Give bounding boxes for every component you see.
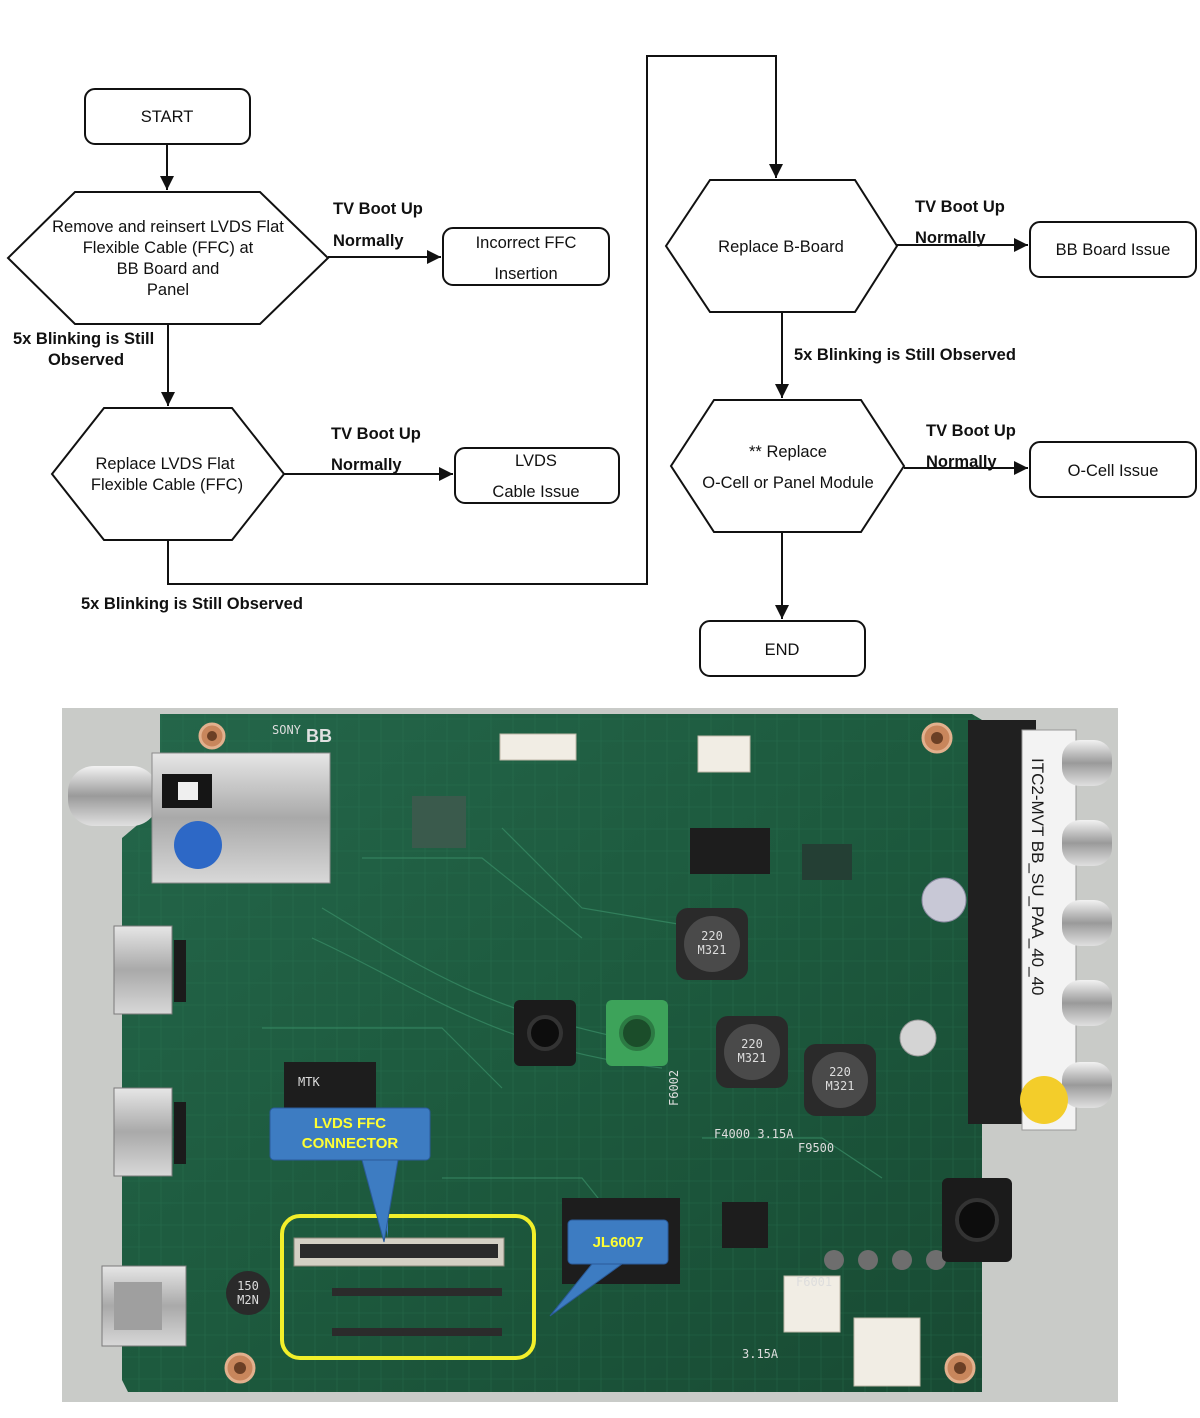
usb-port — [101, 1265, 187, 1347]
arrow-step2-step3 — [167, 55, 783, 585]
result2-box: LVDS Cable Issue — [454, 447, 620, 504]
edge7-label-line2: Normally — [926, 453, 997, 471]
fuse-label-5: 3.15A — [742, 1347, 779, 1361]
callout-lvds-ffc: LVDS FFC CONNECTOR — [269, 1107, 431, 1243]
step3-hexagon: Replace B-Board — [664, 179, 899, 313]
step2-hexagon: Replace LVDS Flat Flexible Cable (FFC) — [50, 407, 286, 541]
mounting-holes — [198, 722, 976, 1384]
av-connector-block: ITC2-MVT BB_SU_PAA_40_40 — [968, 720, 1112, 1131]
step4-line1: ** Replace — [749, 443, 827, 461]
step1-line3: BB Board and — [117, 260, 220, 278]
board-mark: BB — [306, 726, 332, 746]
inductor-1-value: 220 — [701, 929, 723, 943]
yellow-marker — [1020, 1076, 1068, 1124]
edge4-label: 5x Blinking is Still Observed — [81, 595, 303, 613]
result3-box: BB Board Issue — [1029, 221, 1197, 278]
edge2-label-line2: Observed — [48, 351, 124, 369]
edge1-label-line1: TV Boot Up — [333, 200, 423, 218]
result1-line1: Incorrect FFC — [476, 234, 577, 252]
edge6-label: 5x Blinking is Still Observed — [794, 346, 1016, 364]
chip-label: MTK — [298, 1075, 320, 1089]
result1-line2: Insertion — [494, 265, 557, 283]
end-label: END — [765, 641, 800, 659]
result2-line1: LVDS — [515, 452, 557, 470]
start-label: START — [141, 108, 194, 126]
edge2-label-line1: 5x Blinking is Still — [13, 330, 154, 348]
step1-line4: Panel — [147, 281, 189, 299]
inductor-3-value: 220 — [829, 1065, 851, 1079]
callout-jl-label: JL6007 — [593, 1234, 644, 1251]
inductor-2: 220 M321 — [716, 1016, 788, 1088]
fuse-label-2: F9500 — [798, 1141, 834, 1155]
step2-line1: Replace LVDS Flat — [95, 455, 235, 473]
audio-jacks — [514, 1000, 1012, 1262]
result4-box: O-Cell Issue — [1029, 441, 1197, 498]
fuse-label-3: F6002 — [667, 1070, 681, 1106]
callout-ffc-line1: LVDS FFC — [314, 1115, 386, 1132]
step4-line2: O-Cell or Panel Module — [702, 474, 874, 492]
edge1-label-line2: Normally — [333, 232, 404, 250]
edge3-label-line2: Normally — [331, 456, 402, 474]
end-node: END — [699, 620, 866, 677]
step4-hexagon: ** Replace O-Cell or Panel Module — [669, 399, 906, 533]
inductor-1-code: M321 — [698, 943, 727, 957]
brand-label: SONY — [272, 723, 302, 737]
step1-line1: Remove and reinsert LVDS Flat — [52, 218, 284, 236]
step3-label: Replace B-Board — [718, 238, 844, 256]
inductor-2-value: 220 — [741, 1037, 763, 1051]
inductor-1: 220 M321 — [676, 908, 748, 980]
result4-label: O-Cell Issue — [1068, 462, 1159, 480]
lvds-connector — [293, 1237, 505, 1336]
step2-line2: Flexible Cable (FFC) — [91, 476, 243, 494]
inductor-4-value: 150 — [237, 1279, 259, 1293]
fuse-label-4: F6001 — [796, 1275, 832, 1289]
callout-ffc-line2: CONNECTOR — [302, 1135, 399, 1152]
result3-label: BB Board Issue — [1056, 241, 1171, 259]
white-connectors — [499, 733, 921, 1387]
inductor-3-code: M321 — [826, 1079, 855, 1093]
fuse-label-1: F4000 3.15A — [714, 1127, 794, 1141]
step1-line2: Flexible Cable (FFC) at — [83, 239, 254, 257]
connector-label: ITC2-MVT BB_SU_PAA_40_40 — [1028, 758, 1047, 996]
callout-jl6007: JL6007 — [549, 1219, 669, 1317]
step1-hexagon: Remove and reinsert LVDS Flat Flexible C… — [6, 191, 330, 325]
edge5-label-line1: TV Boot Up — [915, 198, 1005, 216]
result1-box: Incorrect FFC Insertion — [442, 227, 610, 286]
bb-board-photo: SONY BB MTK 220 M321 220 M32 — [62, 708, 1118, 1402]
tuner-module — [68, 752, 331, 884]
result2-line2: Cable Issue — [492, 483, 579, 501]
hdmi-ports — [113, 925, 186, 1177]
inductor-2-code: M321 — [738, 1051, 767, 1065]
inductor-3: 220 M321 — [804, 1044, 876, 1116]
edge5-label-line2: Normally — [915, 229, 986, 247]
edge3-label-line1: TV Boot Up — [331, 425, 421, 443]
edge7-label-line1: TV Boot Up — [926, 422, 1016, 440]
inductor-4-code: M2N — [237, 1293, 259, 1307]
start-node: START — [84, 88, 251, 145]
capacitors — [824, 877, 967, 1270]
flow-connectors — [160, 55, 1028, 619]
lvds-highlight-frame — [280, 1214, 536, 1360]
troubleshooting-flowchart: START Remove and reinsert LVDS Flat Flex… — [6, 55, 1197, 677]
inductor-4: 150 M2N — [226, 1271, 270, 1315]
